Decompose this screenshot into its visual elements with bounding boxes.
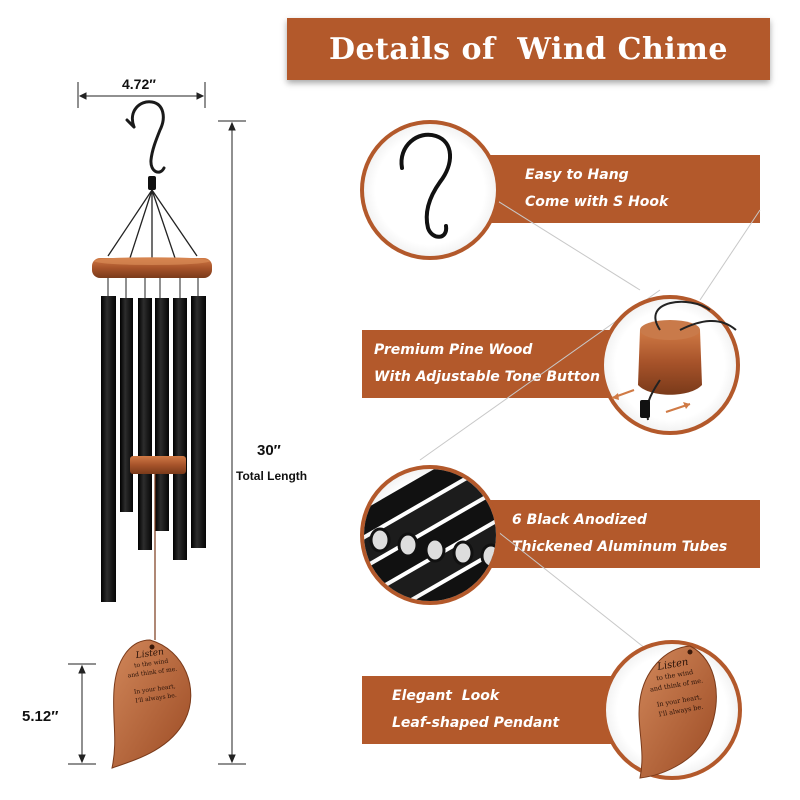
wind-clapper <box>130 456 186 474</box>
detail-circle-wood <box>600 295 740 435</box>
pendant-engraving: Listen to the wind and think of me. In y… <box>115 645 192 707</box>
page-title: Details of Wind Chime <box>328 31 729 67</box>
detail-circle-hook <box>360 120 500 260</box>
hook-connector <box>148 176 156 190</box>
pendant-length-label: 5.12″ <box>22 708 59 725</box>
s-hook-icon <box>125 100 166 174</box>
wood-top-disc <box>92 257 212 278</box>
s-hook-closeup-icon <box>399 132 452 239</box>
hanging-strings <box>107 189 198 259</box>
detail-circle-leaf <box>602 640 742 780</box>
aluminum-tubes <box>101 296 206 602</box>
tube-strings <box>107 278 199 298</box>
feature-bar-pendant: Elegant Look Leaf-shaped Pendant <box>362 676 642 744</box>
feature-hook-line2: Come with S Hook <box>525 194 669 210</box>
feature-tubes-line2: Thickened Aluminum Tubes <box>512 539 728 555</box>
width-dimension <box>77 82 206 108</box>
length-dimension <box>218 120 246 765</box>
feature-tubes-line1: 6 Black Anodized <box>512 512 647 528</box>
feature-bar-wood: Premium Pine Wood With Adjustable Tone B… <box>362 330 642 398</box>
width-label: 4.72″ <box>122 76 156 92</box>
length-caption: Total Length <box>236 469 308 483</box>
feature-pendant-line1: Elegant Look <box>392 688 500 704</box>
feature-hook-line1: Easy to Hang <box>525 167 629 183</box>
length-label: 30″ <box>257 442 281 459</box>
detail-circle-tubes <box>360 465 500 605</box>
pendant-dimension <box>68 663 96 765</box>
feature-pendant-line2: Leaf-shaped Pendant <box>392 715 560 731</box>
title-banner: Details of Wind Chime <box>287 18 770 80</box>
leaf-pendant <box>111 639 192 769</box>
feature-wood-line1: Premium Pine Wood <box>374 342 533 358</box>
